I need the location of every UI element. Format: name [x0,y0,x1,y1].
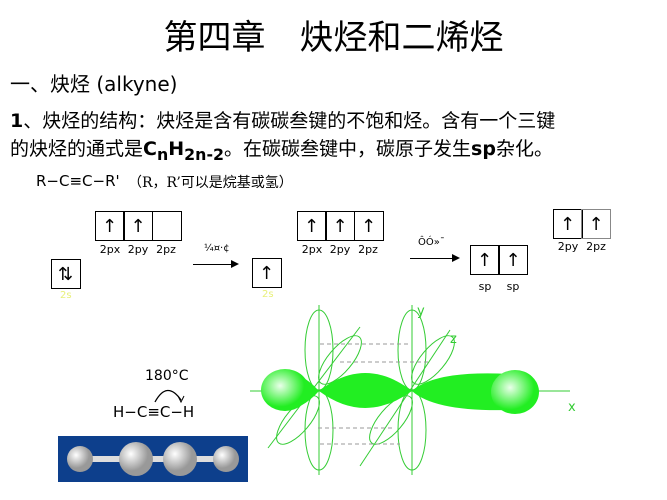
paragraph-line-1: 1、炔烃的结构：炔烃是含有碳碳叁键的不饱和烃。含有一个三键 [10,110,556,132]
excited-s-orbital: ↑ [251,258,282,288]
acetylene-ball-stick-model [58,436,248,482]
paragraph-line-2: 的炔烃的通式是CnH2n-2。在碳碳叁键中，碳原子发生sp杂化。 [10,138,553,164]
sp-orbitals: ↑ ↑ [469,245,528,275]
excited-p-orbitals: ↑ ↑ ↑ [296,211,384,241]
remaining-p-orbitals: ↑ ↑ [552,209,611,239]
z-axis-label: z [450,332,457,347]
formula-note: （R，R’可以是烷基或氢） [128,175,293,191]
orbital-box [151,211,182,241]
acetylene-formula: H−C≡C−H [113,403,195,421]
orbital-box: ↑ [123,211,153,241]
page-title: 第四章 炔烃和二烯烃 [163,18,504,58]
excite-label: ¼¤·¢ [204,243,230,254]
arrow-icon [193,260,239,268]
section-heading: 一、炔烃 (alkyne) [10,72,178,96]
arrow-icon [410,254,460,262]
y-axis-label: y [417,304,425,319]
ground-s-label: 2s [60,290,72,301]
sp-orbital-overlap-diagram: y z x [250,304,576,475]
x-axis-label: x [568,400,576,415]
orbital-box: ↑ [94,211,125,241]
bond-angle: 180°C [145,368,189,384]
ground-p-orbitals: ↑ ↑ [94,211,182,241]
ground-s-orbital: ⇅ [50,259,81,289]
excited-s-label: 2s [262,289,274,300]
hybrid-label: ÔÓ»¯ [418,237,445,248]
curved-arrow-icon [154,389,185,404]
general-formula: R−C≡C−R' [36,172,120,190]
